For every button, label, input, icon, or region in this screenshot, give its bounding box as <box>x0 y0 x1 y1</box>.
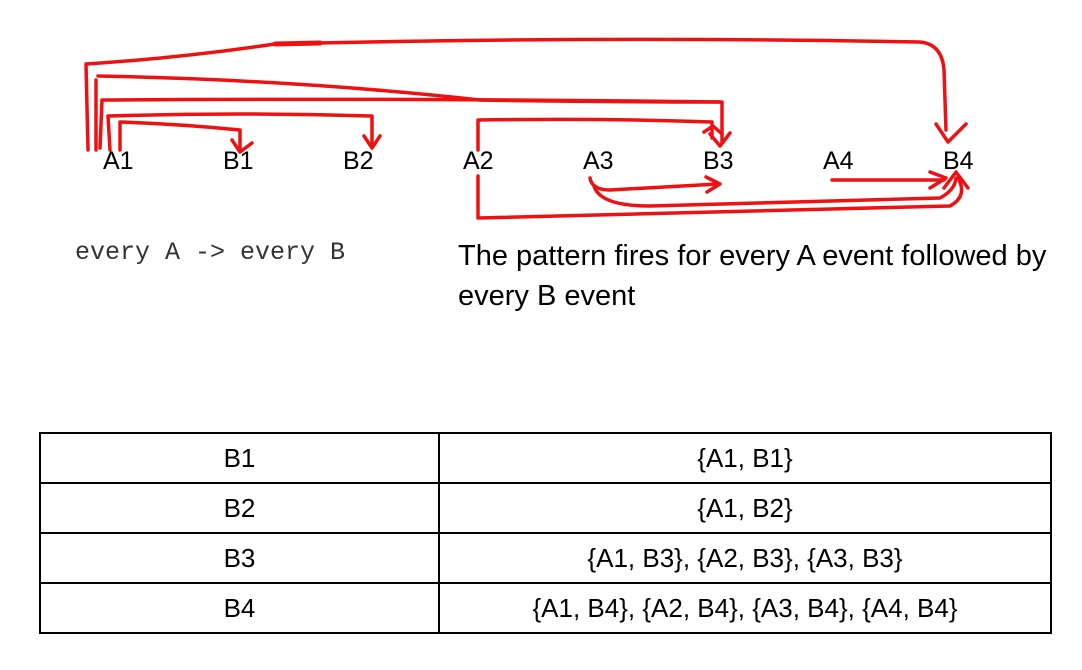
matches-cell: {A1, B4}, {A2, B4}, {A3, B4}, {A4, B4} <box>438 582 1052 634</box>
b-event-cell: B4 <box>39 582 440 634</box>
event-b2: B2 <box>343 147 374 175</box>
table-row: B2 {A1, B2} <box>39 482 1052 534</box>
event-a3: A3 <box>583 147 614 175</box>
table-row: B1 {A1, B1} <box>39 432 1052 484</box>
b-event-cell: B2 <box>39 482 440 534</box>
table-row: B3 {A1, B3}, {A2, B3}, {A3, B3} <box>39 532 1052 584</box>
pattern-code: every A -> every B <box>75 238 346 267</box>
arrowhead-b4-bottom <box>942 170 970 190</box>
arrow-a1-b1 <box>118 120 242 152</box>
matches-cell: {A1, B2} <box>438 482 1052 534</box>
b-event-cell: B1 <box>39 432 440 484</box>
arrowhead-b3-a3 <box>704 175 722 194</box>
event-b4: B4 <box>943 147 974 175</box>
arrow-a1-b3 <box>98 97 724 150</box>
event-a4: A4 <box>823 147 854 175</box>
arrow-a1-b4 <box>84 37 948 152</box>
arrowhead-b3-a2 <box>702 124 724 136</box>
arrow-a3-b4 <box>592 176 958 208</box>
event-b1: B1 <box>223 147 254 175</box>
event-a1: A1 <box>103 147 134 175</box>
results-table: B1 {A1, B1} B2 {A1, B2} B3 {A1, B3}, {A2… <box>39 432 1052 634</box>
arrowhead-b2 <box>362 134 382 150</box>
b-event-cell: B3 <box>39 532 440 584</box>
arrow-a2-b3 <box>476 117 714 152</box>
arrow-a3-b3 <box>588 176 720 192</box>
scribble-link <box>96 74 722 104</box>
event-a2: A2 <box>463 147 494 175</box>
event-b3: B3 <box>703 147 734 175</box>
arrow-a2-b4 <box>476 174 964 220</box>
scribble-top <box>272 40 323 47</box>
arrowhead-b1 <box>230 138 254 154</box>
pattern-description: The pattern fires for every A event foll… <box>458 240 1047 312</box>
arrowhead-b4-top <box>934 122 968 144</box>
matches-cell: {A1, B3}, {A2, B3}, {A3, B3} <box>438 532 1052 584</box>
arrow-a1-b2 <box>106 112 374 152</box>
arrowhead-b4-a4 <box>928 170 948 190</box>
table-row: B4 {A1, B4}, {A2, B4}, {A3, B4}, {A4, B4… <box>39 582 1052 634</box>
matches-cell: {A1, B1} <box>438 432 1052 484</box>
